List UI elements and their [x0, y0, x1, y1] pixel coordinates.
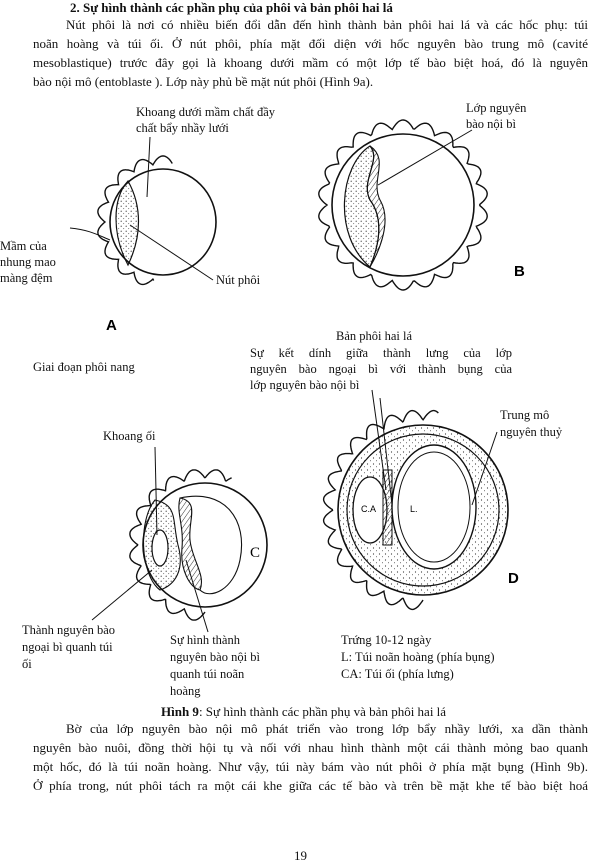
label-c-endo-4: hoàng	[170, 684, 201, 698]
caption-a: Giai đoạn phôi nang	[33, 360, 135, 374]
label-d-fusion-1: Sự kết dính giữa thành lưng của lớp	[250, 346, 512, 360]
intro-line-4: bào nội mô (entoblaste ). Lớp này phủ bề…	[33, 74, 374, 89]
letter-a: A	[106, 317, 117, 334]
label-d-mesenchyme-1: Trung mô	[500, 408, 550, 422]
label-c-amnion-cavity: Khoang ối	[103, 429, 156, 443]
label-c-endo-3: quanh túi noãn	[170, 667, 245, 681]
label-a-villi-1: Mầm của	[0, 239, 47, 253]
body-line-1: Bờ của lớp nguyên bào nội mô phát triển …	[66, 721, 588, 736]
label-c-endo-1: Sự hình thành	[170, 633, 240, 647]
letter-d: D	[508, 570, 519, 587]
section-heading: 2. Sự hình thành các phần phụ của phôi v…	[70, 0, 393, 15]
caption-d-3: CA: Túi ối (phía lưng)	[341, 667, 454, 681]
label-d-disc: Bản phôi hai lá	[336, 329, 413, 343]
label-a-cavity-2: chất bẩy nhầy lưới	[136, 121, 229, 135]
label-c-endo-2: nguyên bào nội bì	[170, 650, 260, 664]
body-line-2: nguyên bào nuôi, đồng thời hội tụ và nối…	[33, 740, 588, 755]
letter-c: C	[250, 545, 260, 561]
caption-d-1: Trứng 10-12 ngày	[341, 633, 432, 647]
intro-line-3: mesoblastique) trước đây gọi là khoang d…	[33, 55, 588, 70]
label-ca-inner: C.A	[361, 504, 376, 514]
body-line-4: Ở phía trong, nút phôi tách ra một cái k…	[33, 778, 588, 793]
label-a-node: Nút phôi	[216, 273, 261, 287]
figure-caption: Hình 9: Sự hình thành các phần phụ và bả…	[161, 703, 446, 720]
label-c-ecto-2: ngoại bì quanh túi	[22, 640, 113, 654]
diagram-b	[318, 119, 488, 291]
intro-line-2: noãn hoàng và túi ối. Ở nút phôi, phía m…	[33, 36, 588, 51]
label-a-cavity-1: Khoang dưới mầm chất đầy	[136, 105, 276, 119]
label-a-villi-2: nhung mao	[0, 255, 56, 269]
label-b-endo-1: Lớp nguyên	[466, 101, 527, 115]
diagram-d	[322, 389, 509, 611]
label-d-fusion-3: lớp nguyên bào nội bì	[250, 378, 360, 392]
label-d-mesenchyme-2: nguyên thuỷ	[500, 425, 563, 439]
body-line-3: một hốc, đó là túi noãn hoàng. Như vậy, …	[33, 759, 588, 774]
label-c-ecto-1: Thành nguyên bào	[22, 623, 116, 637]
diagram-a	[69, 136, 217, 286]
letter-b: B	[514, 263, 525, 280]
label-l-inner: L.	[410, 504, 418, 514]
intro-line-1: Nút phôi là nơi có nhiều biến đổi dẫn đế…	[66, 17, 588, 32]
diagram-c	[91, 446, 268, 633]
figure-caption-text: : Sự hình thành các phần phụ và bản phôi…	[198, 704, 447, 719]
label-b-endo-2: bào nội bì	[466, 117, 516, 131]
caption-d-2: L: Túi noãn hoàng (phía bụng)	[341, 650, 495, 664]
label-c-ecto-3: ối	[22, 657, 32, 671]
page-number: 19	[294, 848, 307, 863]
figure-caption-number: Hình 9	[161, 704, 199, 719]
label-d-fusion-2: nguyên bào ngoại bì với thành bụng của	[250, 362, 512, 376]
label-a-villi-3: màng đệm	[0, 271, 53, 285]
